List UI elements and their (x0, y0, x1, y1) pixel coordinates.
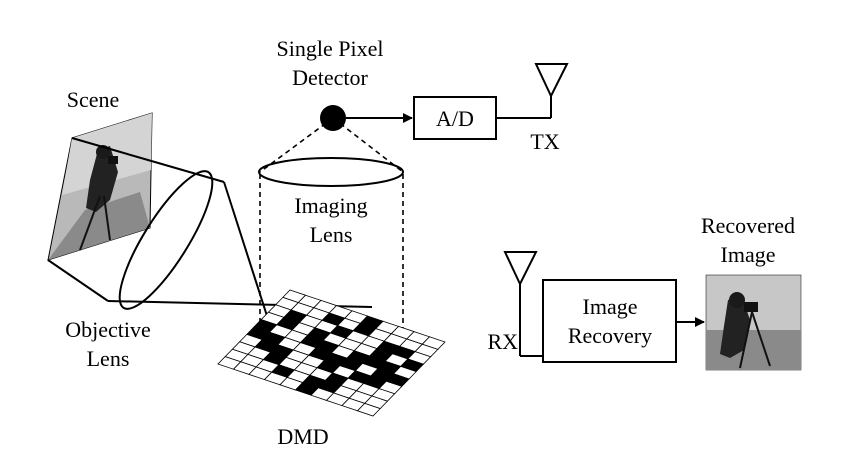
scene-image (47, 112, 153, 261)
rx-label: RX (487, 329, 518, 354)
objective-lens-label-line2: Lens (87, 346, 130, 371)
image-recovery-label-line1: Image (583, 294, 638, 319)
imaging-lens (258, 117, 404, 350)
recovered-image-label-line2: Image (721, 242, 776, 267)
single-pixel-detector-label-line2: Detector (292, 65, 368, 90)
dmd-mirror-cell (356, 402, 381, 417)
image-recovery-label-line2: Recovery (568, 323, 652, 348)
tx-label: TX (530, 129, 559, 154)
rx-antenna-icon (503, 251, 543, 357)
imaging-lens-label-line2: Lens (310, 222, 353, 247)
recovered-image (705, 274, 802, 371)
dmd-grid (217, 289, 446, 417)
recovered-image-label-line1: Recovered (701, 213, 795, 238)
dmd-label: DMD (277, 424, 328, 449)
ad-label: A/D (436, 106, 474, 131)
image-recovery-box (542, 279, 677, 363)
scene-label: Scene (67, 87, 120, 112)
tx-antenna-icon (496, 63, 569, 119)
imaging-lens-label-line1: Imaging (294, 193, 367, 218)
single-pixel-detector-label-line1: Single Pixel (277, 36, 384, 61)
ad-converter-box (413, 96, 497, 140)
objective-lens-label-line1: Objective (65, 317, 151, 342)
detector-dot (320, 105, 346, 131)
